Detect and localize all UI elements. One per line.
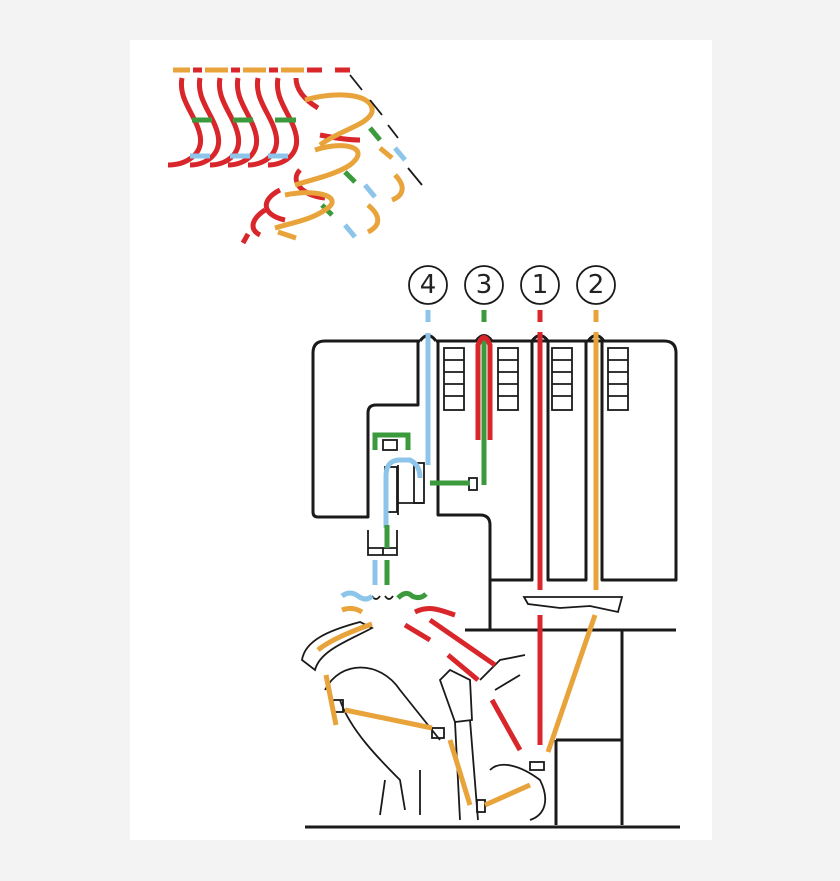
thread-4-blue (340, 310, 431, 602)
thread-2-orange (316, 310, 599, 808)
thread-3-green (372, 310, 487, 601)
svg-text:2: 2 (588, 270, 605, 300)
svg-text:4: 4 (420, 270, 437, 300)
thread-3-red-loop (475, 335, 493, 440)
thread-labels: 4 3 1 2 (408, 265, 616, 305)
svg-text:1: 1 (532, 270, 549, 300)
label-thread-4: 4 (408, 265, 448, 305)
label-thread-1: 1 (520, 265, 560, 305)
label-thread-2: 2 (576, 265, 616, 305)
needle-bar (367, 439, 478, 600)
stitch-pattern (167, 67, 423, 245)
diagram-page (130, 40, 712, 840)
blue-stitch-dashes (190, 146, 407, 239)
machine-outline (301, 334, 680, 829)
thread-1-red (403, 310, 543, 752)
tension-dials (443, 347, 629, 411)
label-thread-3: 3 (464, 265, 504, 305)
svg-text:3: 3 (476, 270, 493, 300)
orange-stitch-loops (274, 92, 405, 241)
black-edge-dashes (349, 74, 423, 186)
looper-mechanism (301, 621, 547, 821)
red-stitch-loops (167, 67, 361, 245)
